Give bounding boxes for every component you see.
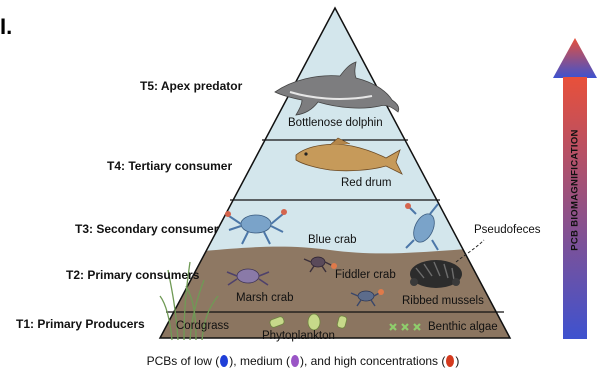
organism-label-blue-crab: Blue crab [308,234,357,246]
organism-label-marsh-crab: Marsh crab [236,292,294,304]
organism-label-fiddler-crab: Fiddler crab [335,269,396,281]
legend-mid2: ), and high concentrations ( [300,354,445,368]
tier-t2-label: T2: Primary consumers [66,268,199,282]
organism-label-dolphin: Bottlenose dolphin [288,117,383,129]
tier-t3-label: T3: Secondary consumer [75,222,218,236]
ribbed-mussels-icon [410,260,462,288]
legend-prefix: PCBs of low ( [147,354,220,368]
organism-label-ribbed-mussels: Ribbed mussels [402,295,484,307]
tier-t4-label: T4: Tertiary consumer [107,159,232,173]
tier-t1-label: T1: Primary Producers [16,317,145,331]
legend-suffix: ) [455,354,459,368]
legend: PCBs of low ( ), medium ( ), and high conc… [0,354,606,368]
high-dot-icon [446,355,454,367]
organism-label-phytoplankton: Phytoplankton [262,330,335,342]
legend-mid1: ), medium ( [229,354,290,368]
tier-t5-label: T5: Apex predator [140,79,242,93]
organism-label-red-drum: Red drum [341,177,392,189]
organism-label-cordgrass: Cordgrass [176,320,229,332]
organism-label-benthic-algae: Benthic algae [428,321,498,333]
medium-dot-icon [291,355,299,367]
arrow-label: PCB BIOMAGNIFICATION [570,129,581,250]
organism-label-pseudofeces: Pseudofeces [474,224,541,236]
low-dot-icon [220,355,228,367]
